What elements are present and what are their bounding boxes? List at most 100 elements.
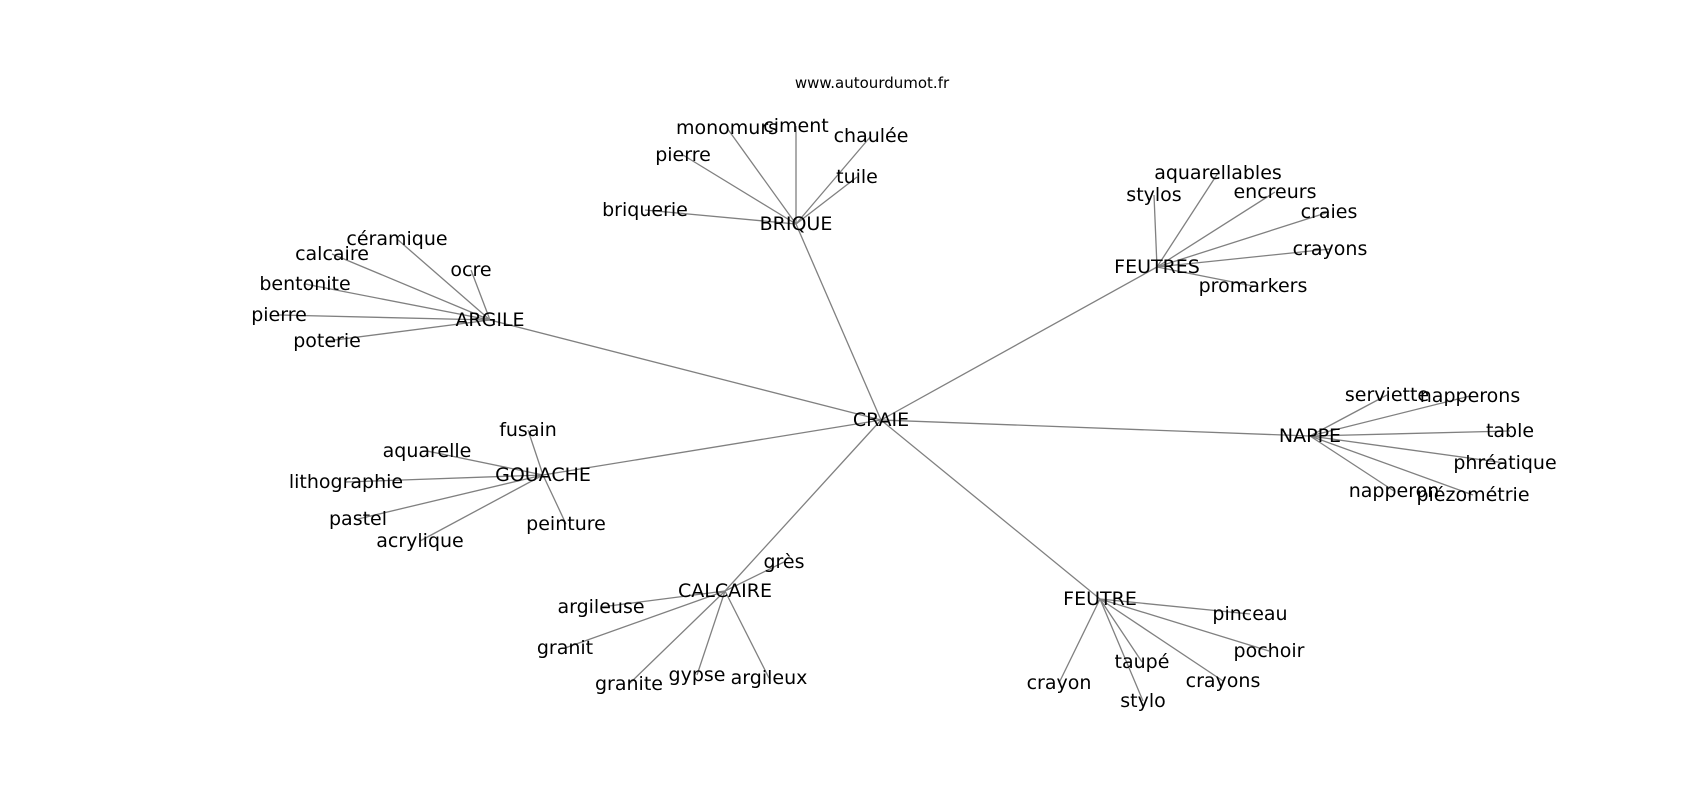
edge-hub-leaf — [1309, 435, 1395, 492]
edge-hub-leaf — [1099, 598, 1143, 663]
root-node-label: CRAIE — [853, 409, 909, 431]
leaf-node-label: acrylique — [376, 530, 464, 552]
edge-hub-leaf — [326, 319, 491, 342]
leaf-node-label: serviette — [1345, 384, 1429, 406]
edge-hub-leaf — [628, 590, 726, 685]
edge-root-hub — [542, 419, 882, 476]
leaf-node-label: céramique — [346, 228, 447, 250]
edge-root-hub — [795, 223, 882, 421]
edge-hub-leaf — [1156, 248, 1331, 268]
leaf-node-label: aquarelle — [383, 440, 472, 462]
leaf-node-label: table — [1486, 420, 1534, 442]
edge-hub-leaf — [600, 590, 726, 608]
leaf-node-label: napperons — [1420, 385, 1520, 407]
leaf-node-label: stylo — [1120, 690, 1166, 712]
leaf-node-label: pierre — [655, 144, 711, 166]
edge-hub-leaf — [1156, 191, 1276, 268]
edge-root-hub — [489, 319, 882, 421]
leaf-node-label: napperon — [1349, 480, 1440, 502]
leaf-node-label: taupé — [1115, 651, 1170, 673]
edge-hub-leaf — [644, 209, 797, 225]
leaf-node-label: ciment — [763, 115, 828, 137]
leaf-node-label: ocre — [450, 259, 491, 281]
leaf-node-label: pinceau — [1212, 603, 1287, 625]
hub-node-label: CALCAIRE — [678, 580, 772, 602]
edge-hub-leaf — [1309, 435, 1474, 496]
leaf-node-label: argileuse — [557, 596, 644, 618]
leaf-node-label: crayon — [1027, 672, 1092, 694]
edge-hub-leaf — [1309, 394, 1388, 437]
leaf-node-label: aquarellables — [1154, 162, 1282, 184]
leaf-node-label: promarkers — [1199, 275, 1308, 297]
edge-hub-leaf — [426, 450, 544, 476]
leaf-node-label: granite — [595, 673, 663, 695]
edge-hub-leaf — [1156, 266, 1254, 287]
site-url: www.autourdumot.fr — [795, 74, 950, 92]
leaf-node-label: crayons — [1186, 670, 1261, 692]
edge-hub-leaf — [278, 314, 491, 321]
edge-hub-leaf — [1099, 598, 1144, 702]
leaf-node-label: gypse — [669, 664, 726, 686]
hub-node-label: FEUTRE — [1063, 588, 1137, 610]
leaf-node-label: briquerie — [602, 199, 688, 221]
leaf-node-label: grès — [763, 551, 804, 573]
edge-hub-leaf — [357, 474, 544, 520]
edge-hub-leaf — [1309, 435, 1506, 464]
edge-hub-leaf — [542, 474, 567, 525]
edge-root-hub — [880, 419, 1311, 437]
edge-hub-leaf — [1309, 395, 1471, 437]
leaf-node-label: encreurs — [1233, 181, 1316, 203]
edges — [278, 126, 1511, 702]
leaf-node-label: stylos — [1126, 184, 1181, 206]
edge-hub-leaf — [1099, 598, 1270, 652]
edge-hub-leaf — [795, 135, 872, 225]
edge-hub-leaf — [470, 269, 491, 321]
edge-hub-leaf — [331, 253, 491, 321]
leaf-node-label: granit — [537, 637, 593, 659]
edge-hub-leaf — [1309, 430, 1511, 437]
leaf-node-label: tuile — [836, 166, 878, 188]
leaf-node-label: piézométrie — [1416, 484, 1529, 506]
edge-hub-leaf — [682, 154, 797, 225]
hub-node-label: ARGILE — [455, 309, 524, 331]
leaf-node-label: pierre — [251, 304, 307, 326]
edge-hub-leaf — [396, 238, 491, 321]
edge-hub-leaf — [419, 474, 544, 542]
edge-hub-leaf — [1153, 194, 1158, 268]
edge-hub-leaf — [1156, 172, 1219, 268]
edge-hub-leaf — [724, 561, 785, 592]
edge-root-hub — [880, 266, 1158, 421]
leaf-node-label: argileux — [731, 667, 808, 689]
leaf-node-label: chaulée — [834, 125, 909, 147]
hub-node-label: GOUACHE — [495, 464, 591, 486]
edge-hub-leaf — [1058, 598, 1101, 684]
leaf-node-label: lithographie — [289, 471, 403, 493]
leaf-node-label: phréatique — [1453, 452, 1556, 474]
hub-node-label: BRIQUE — [760, 213, 833, 235]
leaf-node-label: crayons — [1293, 238, 1368, 260]
edge-hub-leaf — [1099, 598, 1224, 682]
leaf-node-label: pastel — [329, 508, 387, 530]
edge-hub-leaf — [1156, 211, 1330, 268]
leaf-node-label: pochoir — [1234, 640, 1305, 662]
hub-node-label: FEUTRES — [1114, 256, 1200, 278]
hub-node-label: NAPPE — [1279, 425, 1341, 447]
edge-hub-leaf — [345, 474, 544, 483]
edge-hub-leaf — [304, 283, 491, 321]
edge-hub-leaf — [696, 590, 726, 676]
edge-root-hub — [724, 419, 882, 592]
leaf-node-label: poterie — [293, 330, 361, 352]
edge-hub-leaf — [724, 590, 770, 679]
leaf-node-label: peinture — [526, 513, 606, 535]
edge-hub-leaf — [795, 176, 858, 225]
edge-hub-leaf — [564, 590, 726, 649]
edge-hub-leaf — [726, 127, 797, 225]
edge-hub-leaf — [527, 429, 544, 476]
edge-root-hub — [880, 419, 1101, 600]
leaf-node-label: craies — [1301, 201, 1358, 223]
leaf-node-label: monomurs — [676, 117, 778, 139]
leaf-node-label: fusain — [499, 419, 557, 441]
edge-hub-leaf — [1099, 598, 1251, 615]
